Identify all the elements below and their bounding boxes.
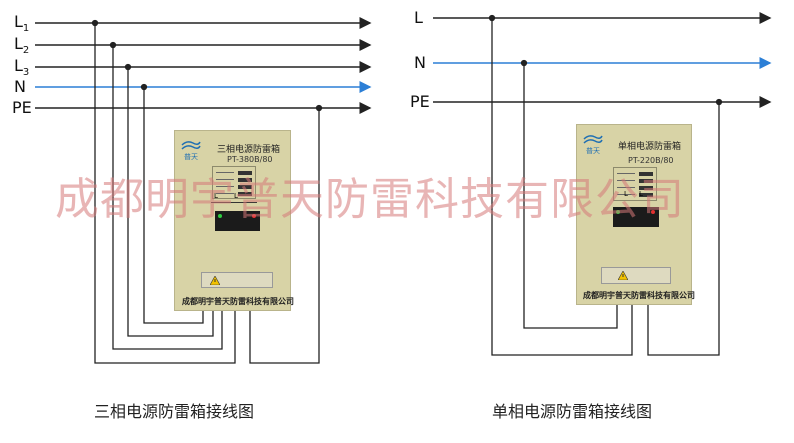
- brand-name: 普天: [184, 153, 198, 161]
- three-phase-bus: [35, 17, 372, 114]
- warning-label: [201, 272, 273, 288]
- box-title: 单相电源防雷箱: [618, 142, 682, 152]
- company-name: 成都明宇普天防雷科技有限公司: [182, 297, 294, 306]
- label-l3: L3: [14, 56, 30, 79]
- status-led-icon: [218, 214, 222, 218]
- warning-label: [601, 267, 671, 284]
- label-n-single: N: [414, 53, 426, 72]
- terminal-label: L: [234, 192, 238, 200]
- status-display: [215, 211, 260, 231]
- brand-logo-icon: [583, 135, 603, 144]
- warning-triangle-icon: [210, 276, 220, 285]
- label-l1: L1: [14, 12, 30, 35]
- company-name: 成都明宇普天防雷科技有限公司: [583, 291, 695, 300]
- single-phase-wires: [488, 14, 723, 356]
- brand-logo-icon: [181, 141, 201, 150]
- terminal-label: L: [624, 190, 628, 198]
- label-l-single: L: [414, 8, 423, 27]
- three-phase-surge-box: 普天 三相电源防雷箱 PT-380B/80 L L 成都明宇普天防雷科技有限公司: [174, 130, 294, 311]
- fault-led-icon: [252, 214, 256, 218]
- box-model: PT-220B/80: [628, 156, 674, 165]
- warning-triangle-icon: [618, 271, 628, 280]
- status-display: [613, 207, 659, 227]
- fault-led-icon: [651, 210, 655, 214]
- label-l2: L2: [14, 34, 30, 57]
- label-pe-single: PE: [410, 92, 430, 111]
- single-phase-caption: 单相电源防雷箱接线图: [492, 402, 653, 421]
- indicator-panel: [613, 167, 657, 201]
- status-led-icon: [616, 210, 620, 214]
- single-phase-bus: [433, 12, 772, 108]
- label-pe: PE: [12, 98, 32, 117]
- single-phase-surge-box: 普天 单相电源防雷箱 PT-220B/80 L L 成都明宇普天防雷科技有限公司: [576, 124, 695, 305]
- box-model: PT-380B/80: [227, 155, 273, 164]
- terminal-label: L: [639, 190, 643, 198]
- indicator-panel: [212, 166, 256, 199]
- three-phase-caption: 三相电源防雷箱接线图: [94, 402, 255, 421]
- brand-name: 普天: [586, 147, 600, 155]
- terminal-row: L L: [206, 190, 261, 210]
- box-title: 三相电源防雷箱: [217, 145, 281, 155]
- label-n: N: [14, 77, 26, 96]
- terminal-row: L L: [615, 189, 655, 205]
- three-phase-wires: [91, 19, 323, 364]
- terminal-label: L: [214, 192, 218, 200]
